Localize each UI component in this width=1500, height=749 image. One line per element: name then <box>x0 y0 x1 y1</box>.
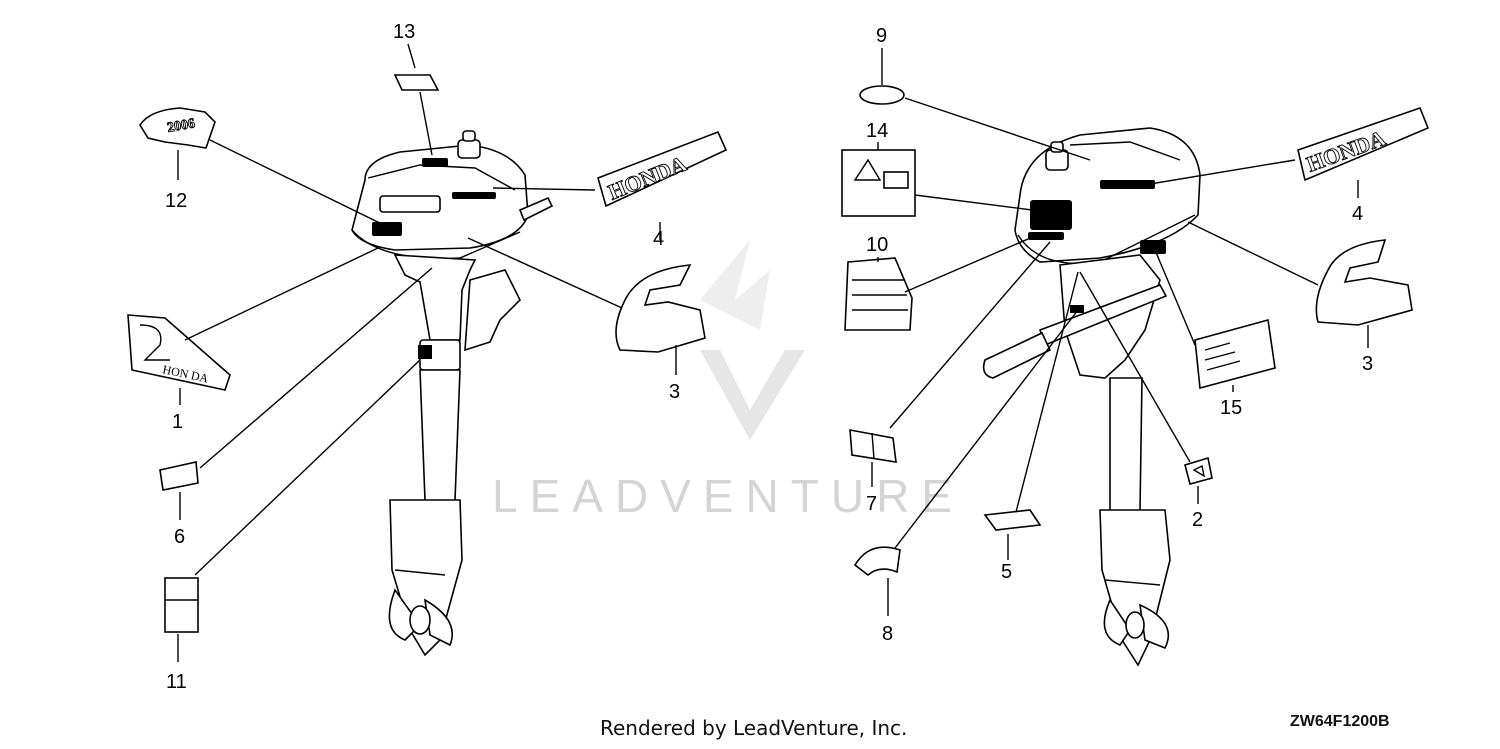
callout-13: 13 <box>393 21 415 43</box>
left-callouts: 13 12 4 3 1 6 11 <box>165 21 680 693</box>
left-leader-lines <box>177 43 677 662</box>
callout-4-right: 4 <box>1352 203 1363 225</box>
right-decal-3 <box>1315 239 1413 326</box>
callout-3-left: 3 <box>669 381 680 403</box>
right-decal-2 <box>1184 456 1213 485</box>
right-outboard-engine <box>982 127 1201 667</box>
callout-3-right: 3 <box>1362 353 1373 375</box>
right-decal-14 <box>841 149 916 217</box>
rendered-by-credit: Rendered by LeadVenture, Inc. <box>600 716 908 740</box>
left-decal-12: 2006 <box>139 107 216 149</box>
left-outboard-engine <box>351 130 554 657</box>
callout-14: 14 <box>866 120 888 142</box>
callout-5: 5 <box>1001 561 1012 583</box>
callout-2: 2 <box>1192 509 1203 531</box>
callout-8: 8 <box>882 623 893 645</box>
callout-7: 7 <box>866 493 877 515</box>
callout-15: 15 <box>1220 397 1242 419</box>
left-decal-13 <box>393 74 440 91</box>
left-decal-3 <box>615 264 706 353</box>
callout-11: 11 <box>166 671 187 693</box>
callout-12: 12 <box>165 190 187 212</box>
left-decal-11 <box>164 577 199 633</box>
callout-4-left: 4 <box>653 228 664 250</box>
callout-6: 6 <box>174 526 185 548</box>
callout-9: 9 <box>876 25 887 47</box>
right-decal-10 <box>844 257 913 331</box>
left-decal-4: HONDA <box>597 130 728 208</box>
diagram-code: ZW64F1200B <box>1290 713 1390 730</box>
year-decal-text: 2006 <box>166 116 196 136</box>
right-decal-7 <box>849 429 897 463</box>
right-decal-8 <box>853 546 901 577</box>
right-callouts: 9 14 10 7 8 5 2 15 4 3 <box>866 25 1373 645</box>
callout-1: 1 <box>172 411 183 433</box>
right-decal-5 <box>983 509 1042 531</box>
right-decal-15 <box>1194 318 1276 390</box>
right-decal-4: HONDA <box>1297 106 1430 182</box>
callout-10: 10 <box>866 234 888 256</box>
left-decal-6 <box>159 461 199 491</box>
watermark: LEADVENTURE <box>492 240 964 522</box>
watermark-text: LEADVENTURE <box>492 470 964 522</box>
right-decal-9 <box>859 85 905 105</box>
right-leader-lines <box>871 48 1369 616</box>
